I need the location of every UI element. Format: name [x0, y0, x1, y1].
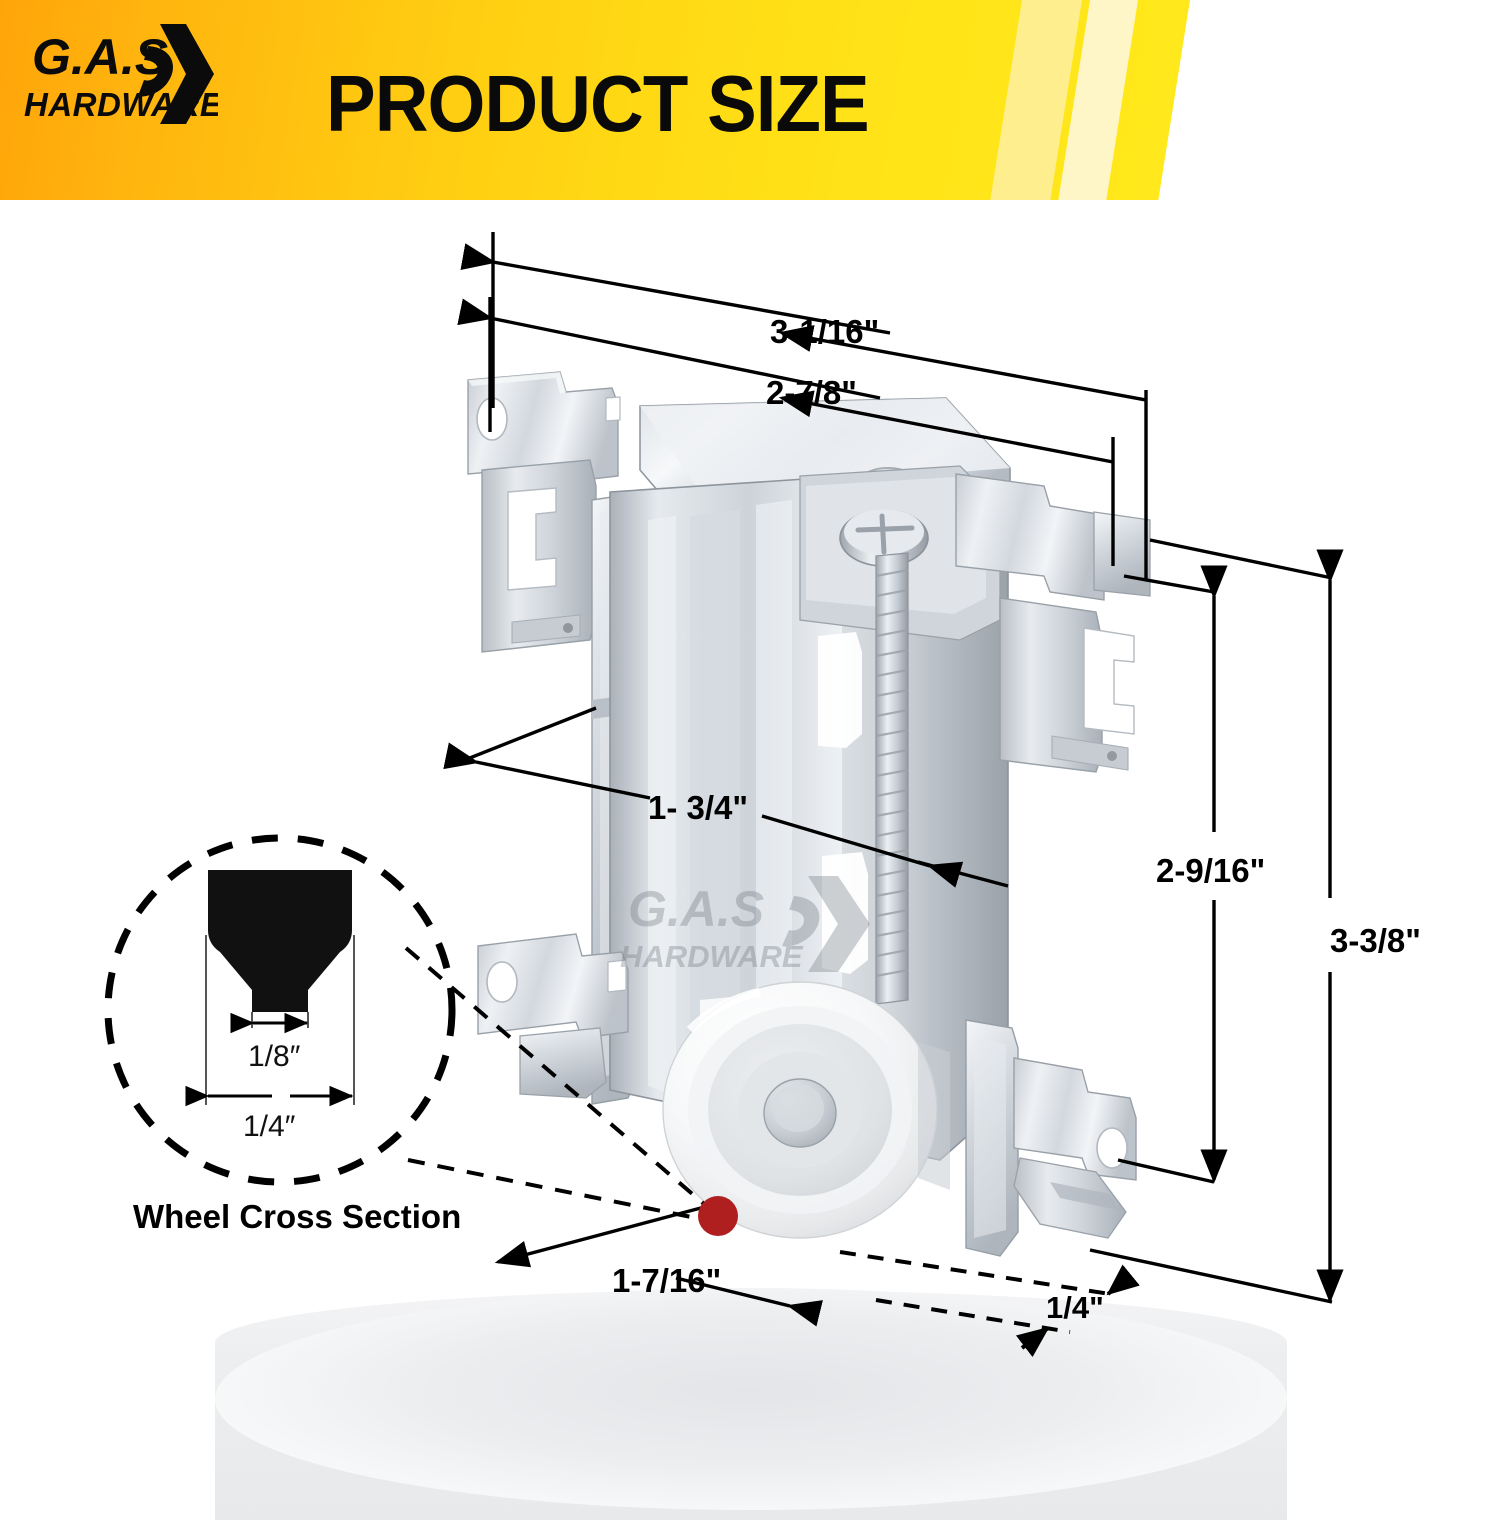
leader-inner-height-bottom [1117, 1158, 1215, 1184]
bracket-upper-left [467, 371, 621, 483]
dimline-inner-width-left-seg [457, 298, 881, 400]
arrow-wheel-thickness-bottom [1015, 1326, 1050, 1358]
label-groove-width: 1/8″ [248, 1040, 301, 1073]
nylon-roller-wheel [662, 981, 938, 1239]
cross-section-caption: Wheel Cross Section [133, 1198, 462, 1235]
dimline-wheel-diameter-lower [675, 1276, 823, 1327]
watermark-secondary-text: HARDWARE [620, 939, 804, 974]
adjustment-screw-head [839, 509, 929, 567]
cross-section-circle [104, 834, 456, 1186]
pedestal-top-surface [215, 1288, 1287, 1510]
bracket-middle-right [999, 597, 1135, 773]
watermark-primary-text: G.A.S [628, 881, 764, 937]
right-lower-plate [965, 1019, 1019, 1257]
label-body-width: 1- 3/4" [648, 789, 749, 826]
label-inner-height: 2-9/16" [1156, 852, 1266, 889]
wheel-flange-shadow [918, 1042, 950, 1190]
label-wheel-diameter: 1-7/16" [612, 1262, 722, 1299]
watermark-swoosh-icon [782, 896, 820, 947]
leader-body-width-lower [917, 860, 1009, 888]
dimline-body-width-right-seg [761, 814, 964, 888]
logo-chevron-icon [160, 24, 214, 124]
logo-secondary-text: HARDWARE [24, 86, 218, 123]
label-wheel-thickness: 1/4" [1046, 1290, 1104, 1325]
bracket-lower-left [477, 933, 629, 1099]
watermark-chevron-icon [808, 876, 870, 972]
leader-body-width-upper [451, 706, 597, 767]
logo-swoosh-icon [138, 46, 174, 97]
arrow-wheel-thickness-top [1106, 1264, 1140, 1296]
dimline-overall-width-right-seg [778, 325, 1147, 402]
dimline-overall-width-left-seg [460, 243, 891, 335]
bracket-lower-right [1013, 1057, 1137, 1239]
leader-overall-height-top [1149, 538, 1333, 580]
label-overall-width: 3-1/16" [770, 313, 880, 350]
dimline-inner-width-right-seg [778, 390, 1114, 464]
wheel-profile-silhouette [208, 870, 352, 1012]
bracket-middle-left [481, 459, 597, 653]
cross-section-marker-dot [698, 1196, 738, 1236]
product-watermark: G.A.S HARDWARE [612, 872, 902, 977]
dimline-wheel-thickness-a [839, 1250, 1111, 1296]
label-wheel-width: 1/4″ [243, 1110, 296, 1143]
threaded-adjustment-stem [875, 552, 909, 1005]
bracket-upper-right [955, 473, 1151, 601]
dimline-wheel-thickness-b [875, 1298, 1071, 1334]
brand-logo: G.A.S HARDWARE [18, 18, 218, 130]
callout-dash-lower [407, 1158, 717, 1224]
callout-dash-upper [404, 946, 720, 1218]
page-title: PRODUCT SIZE [326, 59, 870, 148]
label-overall-height: 3-3/8" [1330, 922, 1421, 959]
label-inner-width: 2-7/8" [766, 374, 857, 411]
logo-primary-text: G.A.S [32, 29, 168, 85]
leader-inner-height-top [1123, 574, 1215, 594]
dimline-body-width-left-seg [443, 742, 651, 800]
leader-overall-height-bottom [1089, 1248, 1333, 1304]
